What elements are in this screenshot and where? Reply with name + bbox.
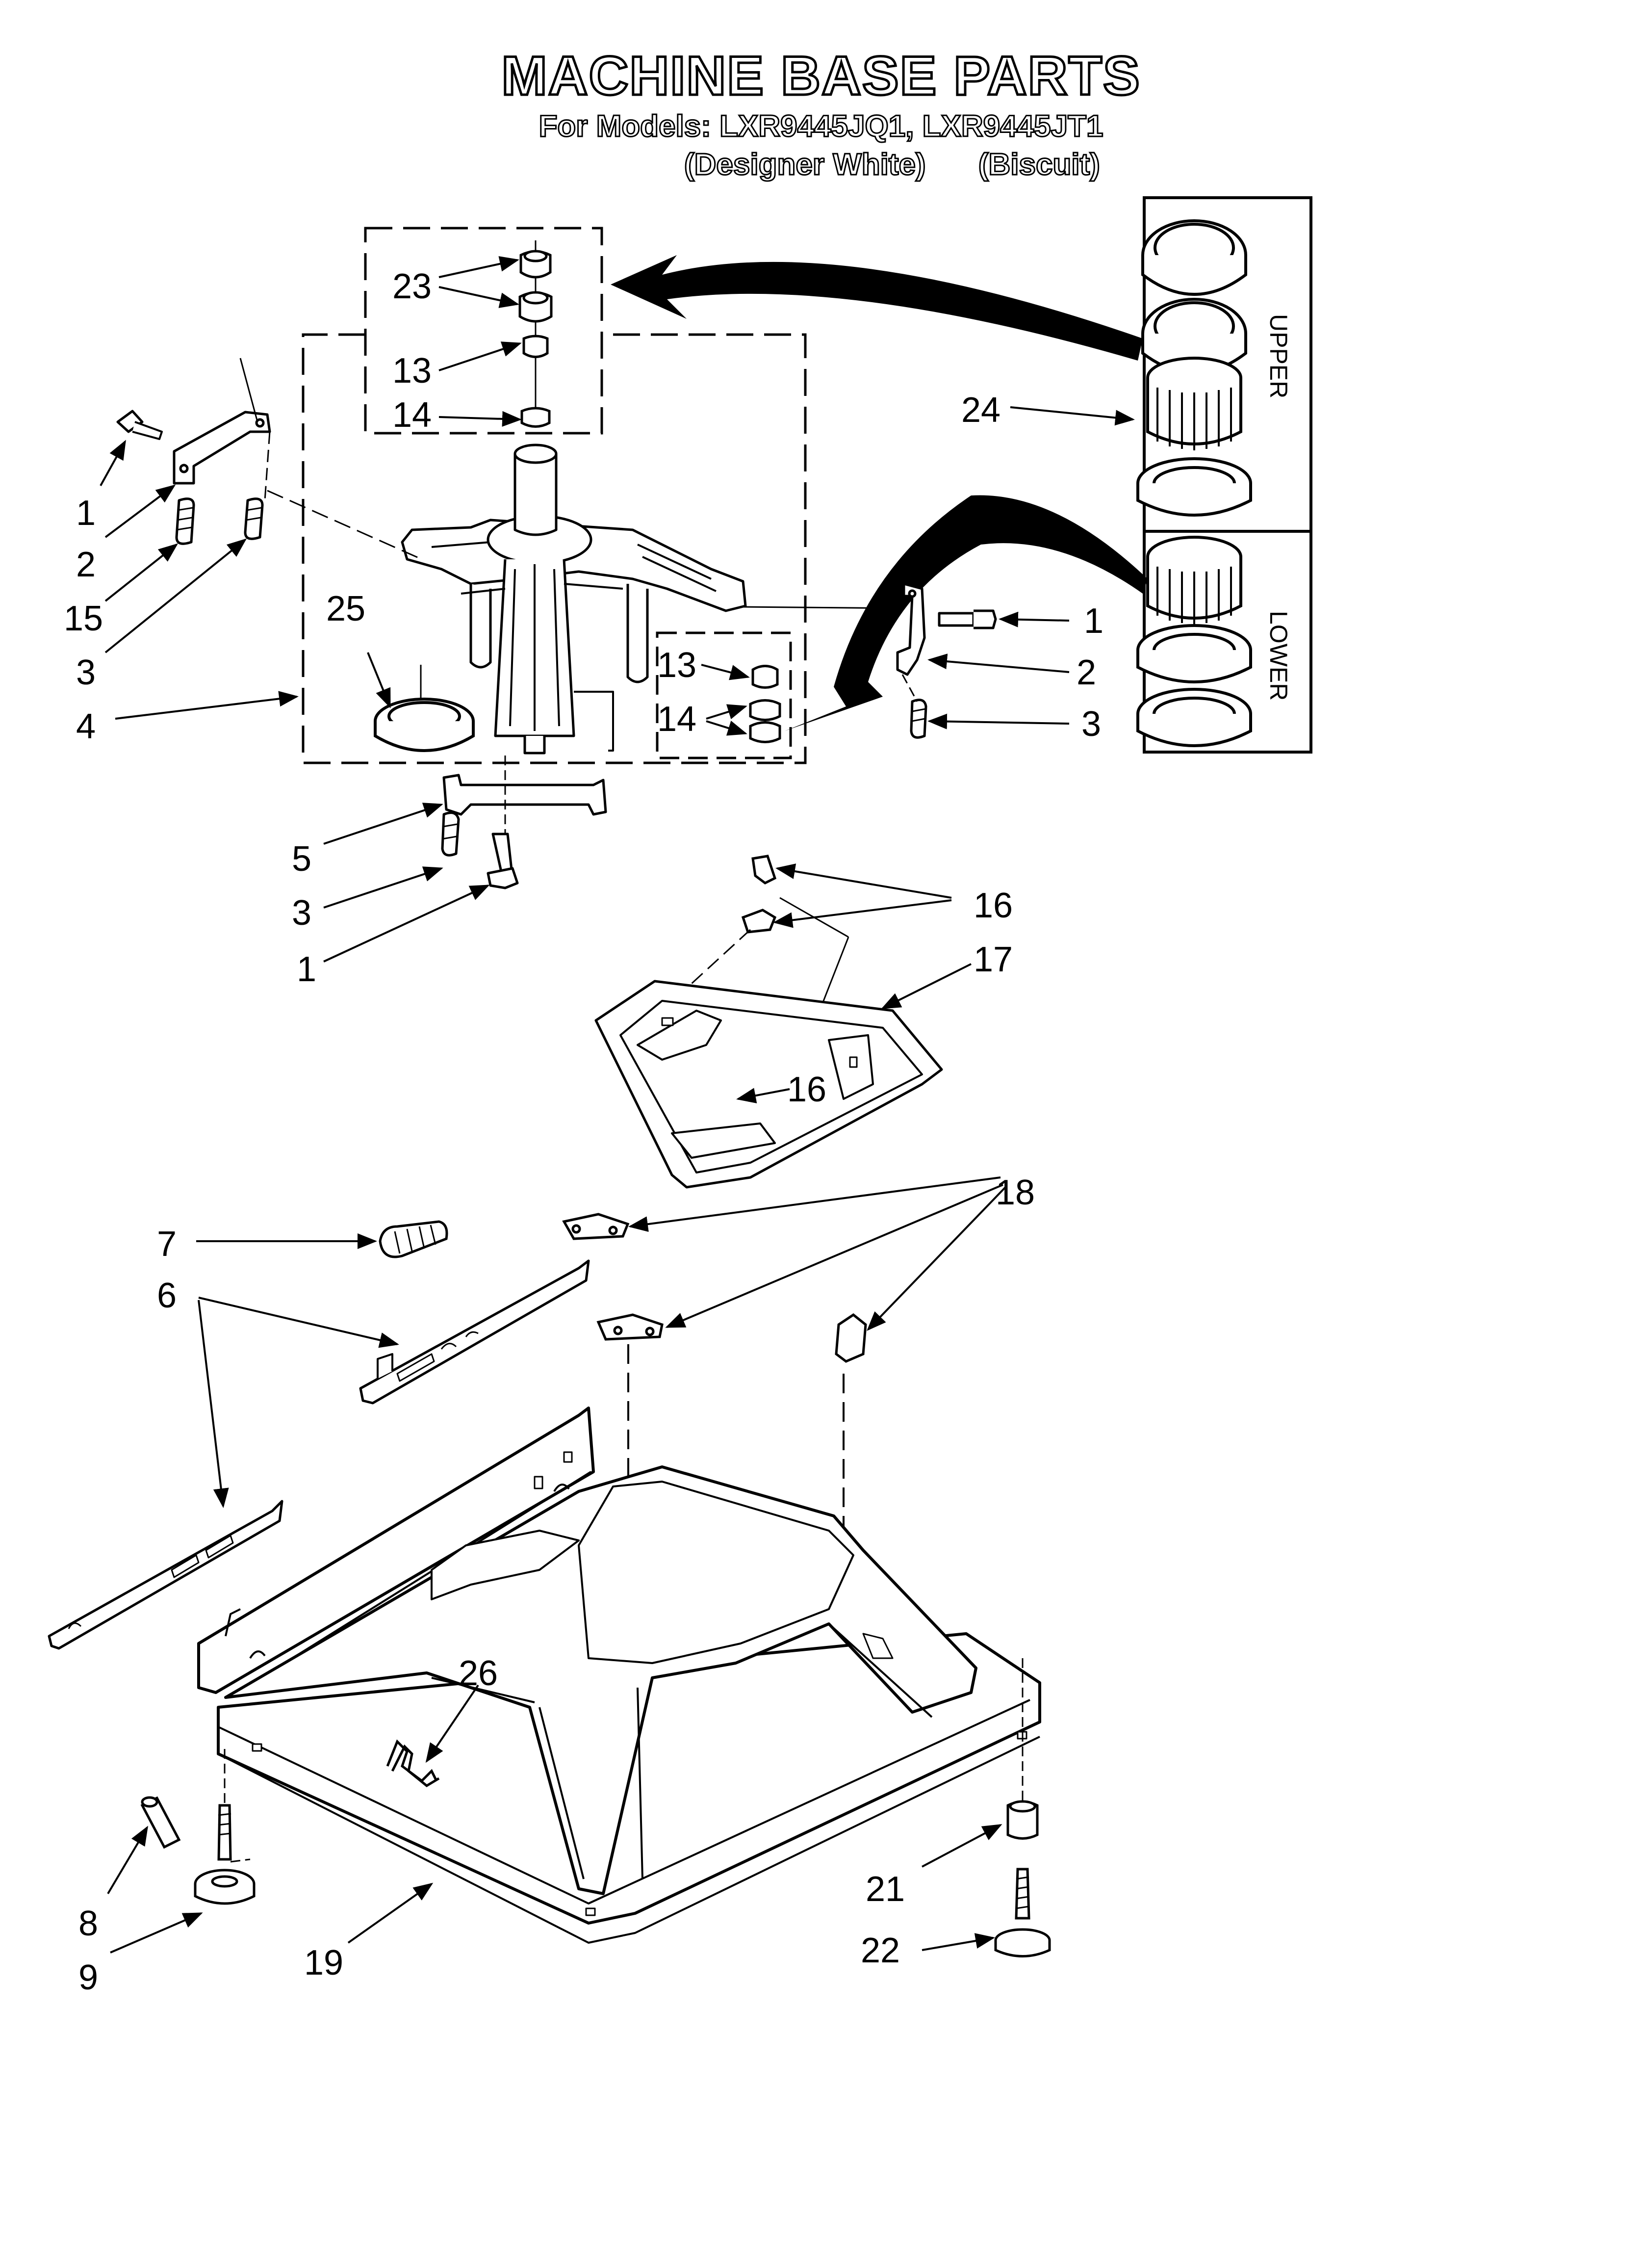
callout-21: 21 — [866, 1870, 905, 1909]
leader-dashed-left — [267, 490, 422, 560]
part-17-frame — [594, 980, 943, 1189]
left-bracket — [173, 411, 271, 485]
diagram-title: MACHINE BASE PARTS — [500, 44, 1141, 108]
part-5-group — [441, 756, 607, 889]
callout-23: 23 — [392, 267, 432, 306]
part-25-ring — [374, 665, 475, 752]
part-14 — [520, 407, 551, 428]
color-names: (Designer White) (Biscuit) — [684, 147, 1144, 182]
callout-14-small: 14 — [657, 700, 696, 739]
kit-rings — [1136, 219, 1252, 747]
part-6-rails — [48, 1259, 590, 1650]
callout-14: 14 — [392, 395, 432, 435]
assembly-box-top — [364, 227, 603, 435]
stack-parts — [518, 240, 553, 428]
model-numbers: For Models: LXR9445JQ1, LXR9445JT1 — [538, 109, 1104, 144]
callout-5: 5 — [292, 839, 311, 879]
assembly-box-small — [656, 631, 792, 759]
right-bolt — [938, 612, 975, 627]
machine-base-frame — [197, 1407, 977, 1895]
leader-lines — [100, 256, 1135, 1954]
callout-16-mid: 16 — [787, 1070, 826, 1109]
leveling-foot-left — [140, 1749, 256, 1905]
callout-1: 1 — [76, 494, 96, 533]
callout-3: 3 — [76, 653, 96, 692]
lower-label: LOWER — [1265, 611, 1292, 701]
big-arrow-upper — [611, 255, 1143, 361]
callout-2: 2 — [76, 545, 96, 584]
callout-2-right: 2 — [1077, 653, 1096, 692]
callout-6: 6 — [157, 1276, 177, 1315]
left-bracket-group — [116, 358, 271, 545]
callout-26: 26 — [459, 1654, 498, 1693]
callout-19: 19 — [304, 1943, 343, 1982]
callout-3-right: 3 — [1081, 704, 1101, 744]
callout-16-top: 16 — [974, 886, 1013, 925]
lower-ring-1 — [1136, 624, 1252, 683]
callout-25: 25 — [326, 589, 365, 628]
callout-15: 15 — [64, 599, 103, 638]
callout-13: 13 — [392, 351, 432, 391]
lower-gear — [1146, 536, 1242, 624]
callout-1-lower: 1 — [297, 950, 316, 989]
part-13 — [522, 335, 549, 358]
lower-ring-2 — [1136, 688, 1252, 747]
callout-7: 7 — [157, 1225, 177, 1264]
part-26-clip — [386, 1739, 440, 1788]
upper-label: UPPER — [1265, 314, 1292, 398]
color-biscuit: (Biscuit) — [977, 147, 1101, 182]
big-arrow-lower — [785, 495, 1148, 731]
upper-gear — [1146, 357, 1242, 450]
color-designer-white: (Designer White) — [684, 147, 927, 182]
upper-ring-1 — [1141, 219, 1247, 296]
leveling-foot-right — [994, 1658, 1051, 1957]
callout-18: 18 — [996, 1173, 1035, 1212]
callout-1-right: 1 — [1084, 601, 1103, 641]
callout-3-lower: 3 — [292, 893, 311, 933]
callout-8: 8 — [78, 1904, 98, 1943]
callout-4: 4 — [76, 707, 96, 746]
right-bracket-group — [896, 582, 997, 739]
left-spring-15 — [175, 497, 195, 545]
transmission-assembly — [401, 443, 747, 755]
leader-dashed-right — [743, 606, 905, 609]
callout-17: 17 — [974, 940, 1013, 979]
assembly-box-main — [302, 333, 807, 764]
callout-22: 22 — [861, 1931, 900, 1970]
callout-9: 9 — [78, 1958, 98, 1997]
callout-13-small: 13 — [657, 646, 696, 685]
callout-numbers: 23 13 14 24 1 2 15 3 4 25 13 14 1 2 3 5 … — [64, 267, 1103, 1997]
callout-24: 24 — [961, 391, 1001, 430]
small-stack-parts — [749, 665, 781, 743]
part-7-spring — [379, 1220, 448, 1258]
upper-ring-3 — [1136, 457, 1252, 517]
left-bolt — [116, 410, 144, 433]
